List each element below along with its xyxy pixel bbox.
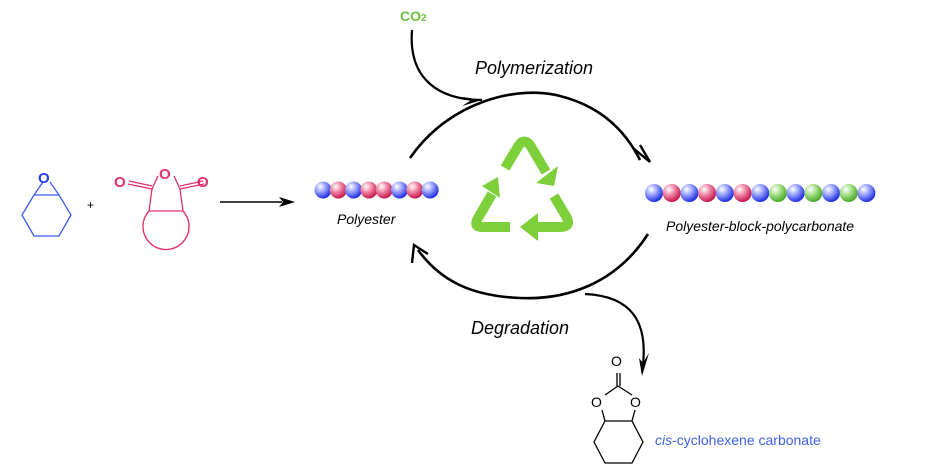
block-copolymer-chain	[645, 184, 876, 202]
anhydride-structure	[127, 175, 205, 251]
co2-main: CO	[400, 8, 421, 24]
ring-bond	[604, 385, 619, 396]
epoxide-oxygen: O	[38, 170, 50, 187]
cyclohexane-ring	[593, 420, 644, 464]
bead-pink	[360, 181, 378, 199]
bead-blue	[715, 184, 734, 202]
bead-blue	[822, 184, 840, 202]
co2-subscript: 2	[421, 13, 427, 24]
anhydride-ring-oxygen: O	[159, 166, 171, 183]
bead-blue	[391, 181, 408, 199]
epoxide-ring	[21, 194, 72, 237]
degradation-arrow	[416, 233, 650, 300]
anhydride-bond	[148, 188, 153, 212]
reaction-arrow	[220, 197, 295, 207]
carbonate-ring-oxygen-left: O	[591, 394, 602, 410]
bead-blue	[645, 184, 663, 202]
bead-blue	[786, 184, 805, 202]
carbonyl-bond	[128, 180, 153, 187]
bead-blue	[751, 184, 770, 202]
polyester-chain	[314, 181, 439, 199]
carbonate-carbonyl-oxygen: O	[611, 353, 622, 369]
bead-blue	[857, 184, 876, 202]
degradation-branch-arrow	[584, 292, 645, 373]
polymerization-label: Polymerization	[475, 58, 594, 78]
bead-pink	[406, 181, 424, 199]
co2-arrow	[410, 29, 483, 102]
polymerization-arrow-head	[632, 144, 652, 163]
bead-blue	[680, 184, 699, 202]
carbonyl-bond	[127, 183, 153, 190]
co2-label: CO2	[400, 8, 427, 24]
carbonate-ring-oxygen-right: O	[630, 394, 641, 410]
epoxide-structure	[21, 181, 72, 237]
product-label: cis-cyclohexene carbonate	[655, 432, 821, 448]
anhydride-bond	[179, 188, 184, 212]
degradation-label: Degradation	[471, 318, 570, 338]
bead-pink	[662, 184, 681, 202]
ring-bond	[631, 409, 636, 422]
anhydride-carbonyl-oxygen-right: O	[197, 174, 209, 191]
product-label-cis: cis	[655, 432, 673, 448]
block-copolymer-label: Polyester-block-polycarbonate	[666, 218, 855, 234]
bead-pink	[329, 181, 347, 199]
co2-arrow-head	[462, 97, 482, 106]
recycle-icon	[471, 136, 574, 241]
anhydride-ring	[142, 210, 190, 251]
bead-pink	[698, 184, 717, 202]
bead-blue	[314, 181, 332, 199]
anhydride-bond	[151, 175, 159, 190]
bead-blue	[345, 181, 363, 199]
bead-pink	[733, 184, 752, 202]
bead-green	[768, 184, 787, 202]
anhydride-carbonyl-oxygen-left: O	[114, 174, 126, 191]
bead-green	[804, 184, 823, 202]
bead-blue	[421, 181, 439, 199]
ring-bond	[617, 385, 633, 396]
degradation-branch-arrow-head	[639, 353, 649, 376]
polymerization-arrow	[408, 91, 642, 161]
carbonyl-bond	[179, 183, 205, 190]
polyester-label: Polyester	[337, 211, 396, 227]
degradation-arrow-head	[410, 242, 429, 264]
product-label-rest: -cyclohexene carbonate	[672, 432, 821, 448]
carbonate-structure	[593, 373, 644, 464]
plus-sign: +	[87, 198, 95, 212]
bead-green	[839, 184, 858, 202]
bead-pink	[375, 181, 393, 199]
anhydride-bond	[173, 175, 181, 190]
carbonyl-bond	[179, 180, 204, 187]
epoxide-bond	[33, 181, 44, 196]
ring-bond	[601, 409, 606, 422]
epoxide-bond	[49, 181, 60, 196]
